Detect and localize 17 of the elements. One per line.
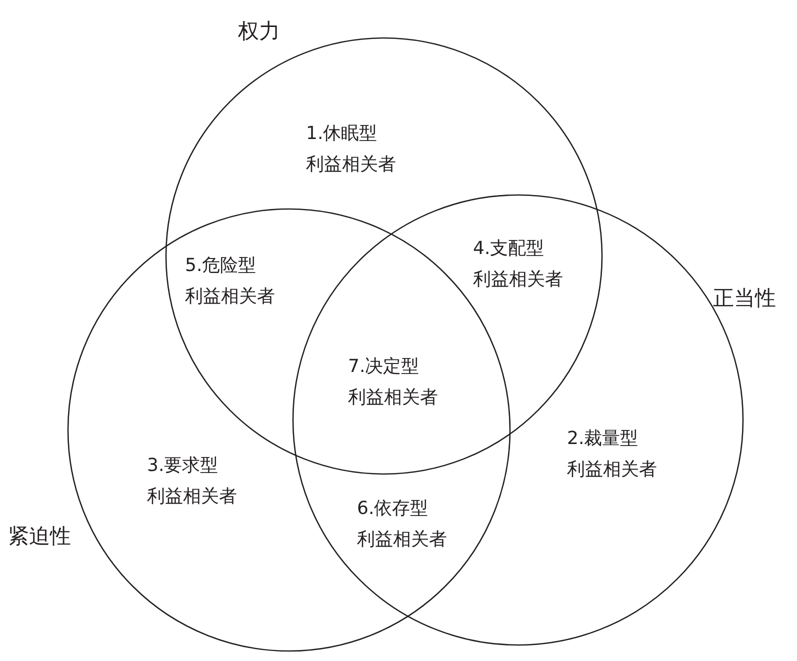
region-label: 利益相关者 [473, 268, 563, 292]
circle-heading: 正当性 [713, 285, 776, 312]
region-label: 5.危险型 [185, 254, 256, 278]
region-label: 6.依存型 [357, 497, 428, 521]
region-label: 利益相关者 [567, 458, 657, 482]
region-label: 1.休眠型 [306, 122, 378, 146]
region-label: 利益相关者 [306, 153, 396, 177]
region-label: 3.要求型 [147, 454, 218, 478]
region-label: 利益相关者 [185, 285, 275, 309]
circle-heading: 权力 [238, 18, 280, 45]
region-label: 利益相关者 [348, 386, 438, 410]
region-label: 利益相关者 [357, 528, 447, 552]
region-label: 7.决定型 [348, 355, 420, 379]
region-label: 2.裁量型 [567, 427, 638, 451]
region-label: 4.支配型 [473, 237, 544, 261]
region-label: 利益相关者 [147, 485, 237, 509]
circle-heading: 紧迫性 [8, 523, 71, 550]
